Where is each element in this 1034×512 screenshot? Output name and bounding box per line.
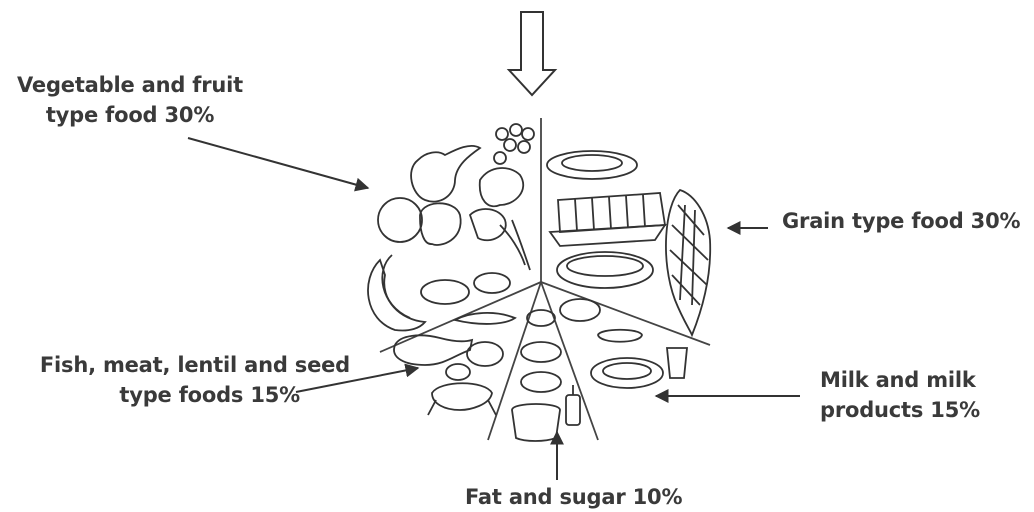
top-hollow-arrow [506, 11, 558, 97]
rice-bowl-sketch [556, 251, 654, 289]
vegetable-fruit-label-line1: Vegetable and fruit [17, 73, 243, 97]
vegetable-fruit-illustration [367, 123, 535, 332]
cheese-plate-sketch [590, 357, 664, 389]
milk-label-line2: products 15% [820, 398, 980, 422]
milk-label: Milk and milk products 15% [820, 365, 980, 425]
fish-arrow [295, 363, 420, 393]
glass-sketch [666, 347, 688, 379]
apple-sketch [377, 197, 423, 243]
milk-bowl-sketch [559, 298, 601, 322]
milk-label-line1: Milk and milk [820, 368, 976, 392]
chicken-sketch [393, 334, 474, 366]
corn-sketch [665, 188, 712, 338]
grain-label: Grain type food 30% [782, 206, 1021, 236]
fish-meat-label-line1: Fish, meat, lentil and seed [39, 353, 350, 377]
banana-sketch [367, 258, 427, 332]
potato-sketch [420, 279, 470, 305]
vegetable-arrow [187, 137, 370, 192]
fat-sugar-label: Fat and sugar 10% [465, 482, 682, 512]
grain-illustration [546, 150, 712, 338]
lentil-bowl-sketch [431, 382, 493, 411]
small-bowl-sketch [526, 309, 556, 327]
leafy-greens-sketch [478, 167, 525, 208]
fish-meat-label-line2: type foods 15% [119, 383, 300, 407]
vegetable-fruit-label-line2: type food 30% [45, 103, 215, 127]
bottle-sketch [565, 394, 581, 426]
vegetable-fruit-label: Vegetable and fruit type food 30% [10, 70, 250, 130]
fish-meat-label: Fish, meat, lentil and seed type foods 1… [20, 350, 350, 410]
jar-sketch [511, 403, 561, 442]
fat-sugar-illustration [511, 309, 581, 442]
grain-label-line1: Grain type food 30% [782, 209, 1021, 233]
fat-sugar-label-line1: Fat and sugar 10% [465, 485, 683, 509]
pointer-arrows [187, 137, 800, 480]
pear-sketch [410, 144, 482, 203]
apple-sketch-2 [419, 202, 462, 246]
fish-meat-illustration [393, 312, 517, 416]
milk-illustration [559, 298, 688, 389]
plate-sketch [546, 150, 638, 180]
